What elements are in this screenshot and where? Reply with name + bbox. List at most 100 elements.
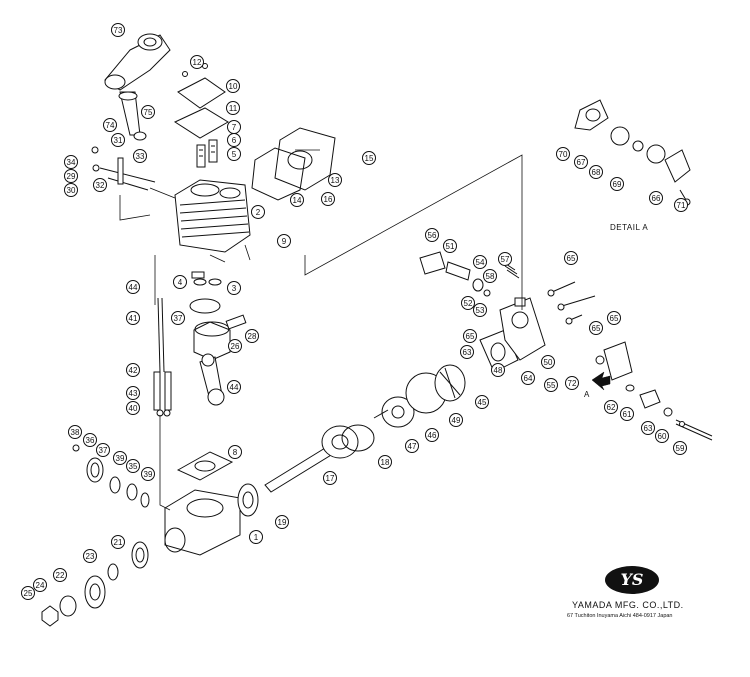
o-ring: [341, 424, 375, 452]
part-callout-54: 54: [473, 255, 487, 269]
callout-number: 21: [114, 538, 123, 547]
rocker-arms: [91, 146, 156, 191]
callout-circle: [443, 239, 457, 253]
callout-number: 39: [144, 470, 153, 479]
callout-number: 15: [365, 154, 374, 163]
callout-number: 72: [568, 379, 577, 388]
callout-number: 44: [129, 283, 138, 292]
callout-circle: [228, 445, 242, 459]
part-callout-55: 55: [544, 378, 558, 392]
callout-number: 67: [577, 158, 586, 167]
callout-circle: [173, 275, 187, 289]
part-callout-6: 6: [227, 133, 241, 147]
part-callout-67: 67: [574, 155, 588, 169]
rotary-valve: [405, 364, 466, 414]
callout-number: 56: [428, 231, 437, 240]
part-callout-65: 65: [564, 251, 578, 265]
part-callout-7: 7: [227, 120, 241, 134]
part-callout-35: 35: [126, 459, 140, 473]
callout-number: 12: [193, 58, 202, 67]
part-callout-42: 42: [126, 363, 140, 377]
callout-circle: [68, 425, 82, 439]
detail-a-label: DETAIL A: [610, 223, 649, 232]
carburetor-body: [499, 297, 546, 361]
callout-number: 58: [486, 272, 495, 281]
part-callout-5: 5: [227, 147, 241, 161]
callout-number: 63: [644, 424, 653, 433]
gear-case-cover: [251, 127, 336, 201]
part-callout-36: 36: [83, 433, 97, 447]
part-callout-59: 59: [673, 441, 687, 455]
callout-number: 16: [324, 195, 333, 204]
bolts: [547, 281, 596, 325]
callout-circle: [141, 467, 155, 481]
callout-number: 30: [67, 186, 76, 195]
callout-circle: [290, 193, 304, 207]
valve-springs: [196, 139, 218, 168]
part-callout-33: 33: [133, 149, 147, 163]
callout-number: 52: [464, 299, 473, 308]
crankshaft: [264, 425, 359, 493]
callout-circle: [245, 329, 259, 343]
part-callout-8: 8: [228, 445, 242, 459]
cylinder: [174, 179, 251, 253]
callout-number: 35: [129, 462, 138, 471]
callout-number: 53: [476, 306, 485, 315]
callout-circle: [96, 443, 110, 457]
part-callout-28: 28: [245, 329, 259, 343]
part-callout-9: 9: [277, 234, 291, 248]
callout-number: 61: [623, 410, 632, 419]
front-bearings: [41, 541, 149, 627]
callout-circle: [641, 421, 655, 435]
callout-circle: [126, 363, 140, 377]
callout-circle: [321, 192, 335, 206]
part-callout-26: 26: [228, 339, 242, 353]
part-callout-22: 22: [53, 568, 67, 582]
part-callout-71: 71: [674, 198, 688, 212]
callout-number: 42: [129, 366, 138, 375]
logo-text: YS: [620, 570, 644, 589]
part-callout-49: 49: [449, 413, 463, 427]
part-callout-37: 37: [171, 311, 185, 325]
part-callout-23: 23: [83, 549, 97, 563]
callout-circle: [226, 101, 240, 115]
callout-circle: [126, 401, 140, 415]
callout-number: 46: [428, 431, 437, 440]
callout-number: 39: [116, 454, 125, 463]
callout-number: 62: [607, 403, 616, 412]
part-callout-68: 68: [589, 165, 603, 179]
part-callout-52: 52: [461, 296, 475, 310]
part-callout-60: 60: [655, 429, 669, 443]
callout-number: 57: [501, 255, 510, 264]
callout-number: 68: [592, 168, 601, 177]
part-callout-32: 32: [93, 178, 107, 192]
callout-number: 73: [114, 26, 123, 35]
callout-number: 74: [106, 121, 115, 130]
callout-number: 33: [136, 152, 145, 161]
part-callout-47: 47: [405, 439, 419, 453]
part-callout-19: 19: [275, 515, 289, 529]
callout-number: 70: [559, 150, 568, 159]
part-callout-30: 30: [64, 183, 78, 197]
callout-number: 59: [676, 444, 685, 453]
callout-circle: [111, 23, 125, 37]
rocker-cover: [173, 63, 229, 139]
callout-number: 10: [229, 82, 238, 91]
callout-circle: [620, 407, 634, 421]
callout-number: 65: [567, 254, 576, 263]
callout-number: 51: [446, 242, 455, 251]
callout-circle: [473, 303, 487, 317]
callout-number: 45: [478, 398, 487, 407]
callout-number: 4: [178, 278, 183, 287]
part-callout-53: 53: [473, 303, 487, 317]
callout-circle: [463, 329, 477, 343]
callout-circle: [228, 339, 242, 353]
part-callout-15: 15: [362, 151, 376, 165]
callout-number: 11: [229, 104, 238, 113]
callout-circle: [674, 198, 688, 212]
callout-number: 2: [256, 208, 261, 217]
part-callout-3: 3: [227, 281, 241, 295]
part-callout-72: 72: [565, 376, 579, 390]
